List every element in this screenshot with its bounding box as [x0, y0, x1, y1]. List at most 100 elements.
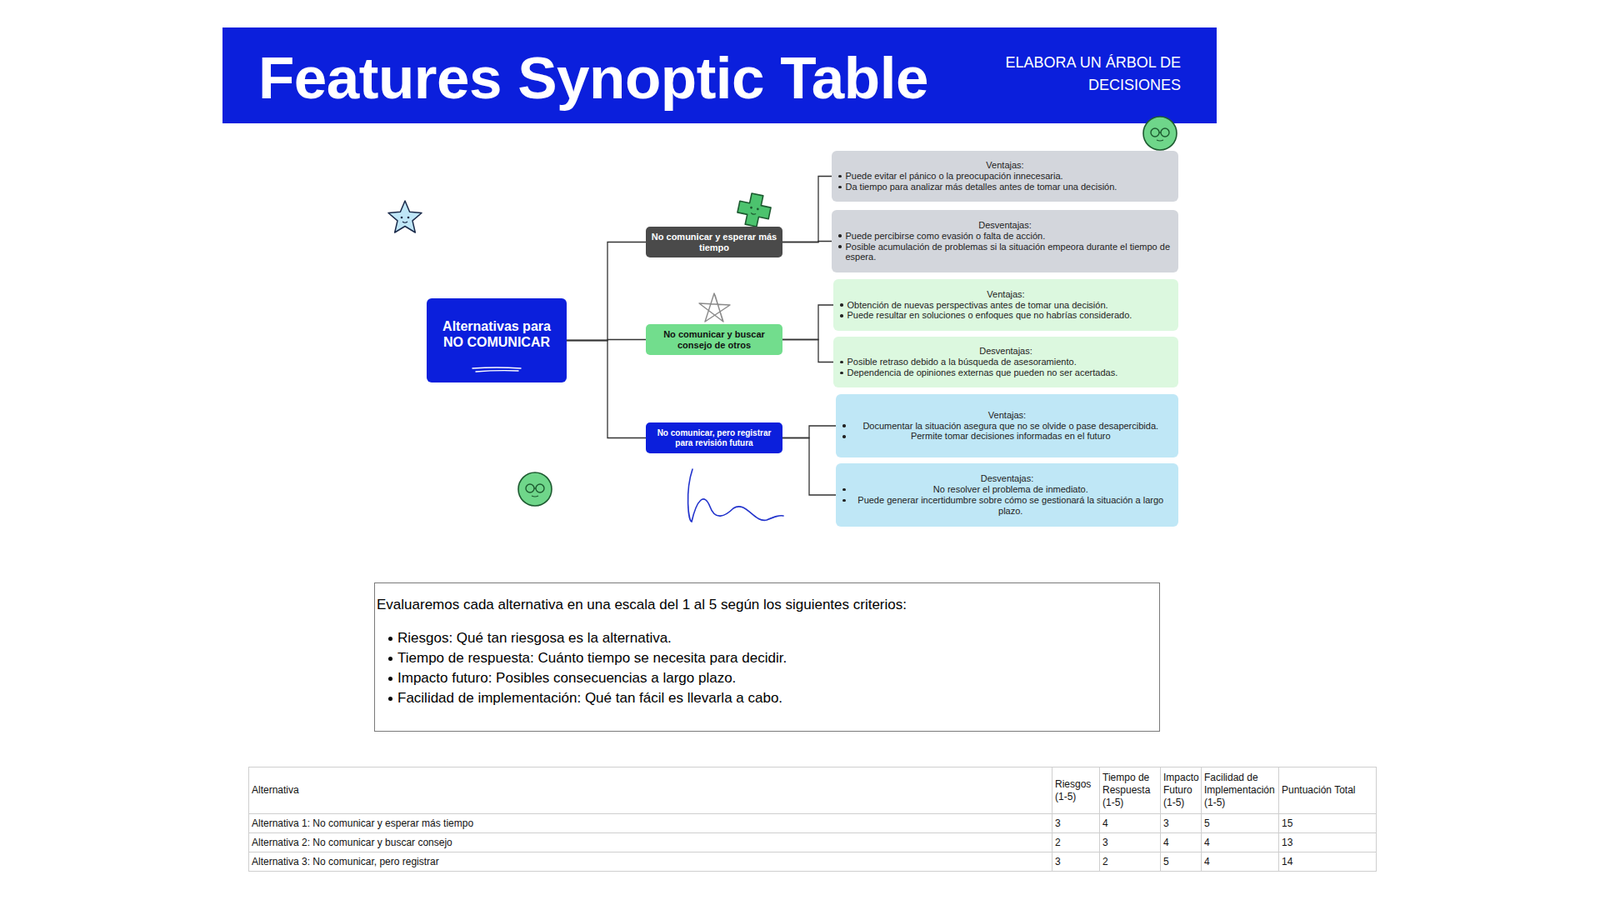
star-sticker: [388, 200, 422, 233]
table-cell: 5: [1200, 813, 1280, 834]
bullet-text: Impacto futuro: Posibles consecuencias a…: [397, 668, 1153, 689]
bullet-text: Obtención de nuevas perspectivas antes d…: [847, 300, 1173, 311]
bullet-row: Posible retraso debido a la búsqueda de …: [840, 356, 1172, 368]
bullet-row: Facilidad de implementación: Qué tan fác…: [376, 688, 1153, 709]
bullet-row: Obtención de nuevas perspectivas antes d…: [840, 300, 1172, 311]
branch-box: No comunicar y esperar más tiempo: [645, 226, 783, 258]
branch-box: No comunicar y buscar consejo de otros: [645, 324, 783, 355]
bullet-text: Da tiempo para analizar más detalles ant…: [845, 181, 1173, 193]
box-heading: Ventajas:: [840, 289, 1172, 300]
bullet-text: Posible retraso debido a la búsqueda de …: [847, 356, 1173, 368]
tree-connector: [782, 340, 834, 363]
bullet-row: Da tiempo para analizar más detalles ant…: [838, 181, 1172, 193]
text-row: No comunicar y buscar consejo de otros: [650, 329, 778, 351]
bullet-row: Puede resultar en soluciones o enfoques …: [840, 310, 1172, 321]
bullet-dot: [838, 234, 842, 238]
text-row: Desventajas:: [838, 220, 1172, 231]
face-sticker: [518, 472, 552, 506]
pen-squiggle: [688, 469, 784, 522]
box-heading: Ventajas:: [838, 160, 1172, 171]
table-cell: 14: [1278, 851, 1377, 872]
bullet-row: Tiempo de respuesta: Cuánto tiempo se ne…: [376, 648, 1153, 669]
table-cell: 4: [1099, 813, 1161, 834]
star-doodle: [699, 293, 730, 322]
bullet-text: Facilidad de implementación: Qué tan fác…: [397, 688, 1153, 709]
bullet-text: Posible acumulación de problemas si la s…: [845, 241, 1173, 264]
bullet-text: Riesgos: Qué tan riesgosa es la alternat…: [397, 628, 1153, 649]
bullet-dot: [842, 499, 846, 503]
bullet-dot: [388, 636, 393, 641]
box-text: No comunicar y buscar consejo de otros: [650, 329, 778, 351]
tree-connector: [782, 305, 834, 340]
table-cell: 13: [1278, 832, 1377, 853]
header-subtitle: ELABORA UN ÁRBOL DE DECISIONES: [972, 51, 1181, 97]
disadvantages-box: Desventajas:No resolver el problema de i…: [835, 463, 1179, 527]
bullet-row: Posible acumulación de problemas si la s…: [838, 241, 1172, 264]
bullet-text: No resolver el problema de inmediato.: [850, 484, 1173, 495]
bullet-text: Dependencia de opiniones externas que pu…: [847, 367, 1173, 379]
table-cell: 5: [1160, 851, 1202, 872]
table-header-cell: Facilidad de Implementación (1-5): [1200, 766, 1280, 815]
bullet-dot: [840, 360, 844, 365]
table-cell: Alternativa 3: No comunicar, pero regist…: [248, 851, 1053, 872]
bullet-row: Dependencia de opiniones externas que pu…: [840, 367, 1172, 379]
bullet-row: No resolver el problema de inmediato.: [842, 484, 1172, 495]
bullet-dot: [842, 424, 846, 428]
bullet-text: Puede percibirse como evasión o falta de…: [845, 230, 1173, 242]
bullet-dot: [840, 314, 844, 318]
tree-connector: [566, 340, 646, 439]
table-header-cell: Alternativa: [248, 766, 1053, 815]
bullet-dot: [388, 676, 393, 681]
box-text: No comunicar y esperar más tiempo: [650, 231, 778, 254]
branch-box: No comunicar, pero registrar para revisi…: [645, 422, 783, 454]
table-header-cell: Tiempo de Respuesta (1-5): [1099, 766, 1161, 815]
text-row: Ventajas:: [838, 160, 1172, 171]
text-row: Desventajas:: [842, 473, 1172, 485]
box-heading: Desventajas:: [838, 220, 1172, 231]
bullet-row: Riesgos: Qué tan riesgosa es la alternat…: [376, 628, 1153, 649]
tree-connector: [566, 242, 646, 341]
text-row: Ventajas:: [842, 410, 1172, 421]
bullet-row: Puede percibirse como evasión o falta de…: [838, 230, 1172, 242]
table-cell: 2: [1099, 851, 1161, 872]
bullet-text: Permite tomar decisiones informadas en e…: [850, 430, 1173, 442]
tree-connector: [782, 438, 836, 496]
disadvantages-box: Desventajas:Posible retraso debido a la …: [833, 336, 1179, 388]
table-cell: 3: [1099, 832, 1161, 853]
box-heading: Desventajas:: [842, 473, 1172, 485]
tree-connector: [782, 241, 832, 243]
table-cell: 4: [1200, 832, 1280, 853]
tree-connector: [782, 176, 832, 243]
text-row: Desventajas:: [840, 345, 1172, 357]
bullet-dot: [842, 435, 846, 439]
bullet-row: Permite tomar decisiones informadas en e…: [842, 430, 1172, 442]
text-row: Evaluaremos cada alternativa en una esca…: [376, 595, 1153, 615]
bullet-dot: [388, 656, 393, 661]
table-cell: 3: [1160, 813, 1202, 834]
bullet-text: Tiempo de respuesta: Cuánto tiempo se ne…: [397, 648, 1153, 669]
criteria-box: Evaluaremos cada alternativa en una esca…: [374, 582, 1160, 732]
bullet-row: Puede evitar el pánico o la preocupación…: [838, 170, 1172, 182]
table-cell: Alternativa 2: No comunicar y buscar con…: [248, 832, 1053, 853]
header-bar: [222, 27, 1217, 124]
cross-sticker: [735, 190, 773, 229]
tree-connector: [782, 425, 836, 439]
bullet-dot: [840, 303, 844, 307]
table-header-cell: Impacto Futuro (1-5): [1160, 766, 1202, 815]
page-title: Features Synoptic Table: [258, 48, 929, 108]
box-text: Alternativas para NO COMUNICAR: [436, 319, 557, 351]
text-row: Alternativas para NO COMUNICAR: [436, 319, 557, 351]
bullet-dot: [838, 185, 842, 190]
table-header-cell: Riesgos (1-5): [1051, 766, 1100, 815]
text-row: No comunicar y esperar más tiempo: [650, 231, 778, 254]
table-header-cell: Puntuación Total: [1278, 766, 1377, 815]
box-heading: Ventajas:: [842, 410, 1172, 421]
table-cell: 4: [1200, 851, 1280, 872]
box-text: Evaluaremos cada alternativa en una esca…: [376, 595, 1153, 615]
bullet-text: Puede generar incertidumbre sobre cómo s…: [850, 495, 1173, 517]
text-row: Ventajas:: [840, 289, 1172, 300]
